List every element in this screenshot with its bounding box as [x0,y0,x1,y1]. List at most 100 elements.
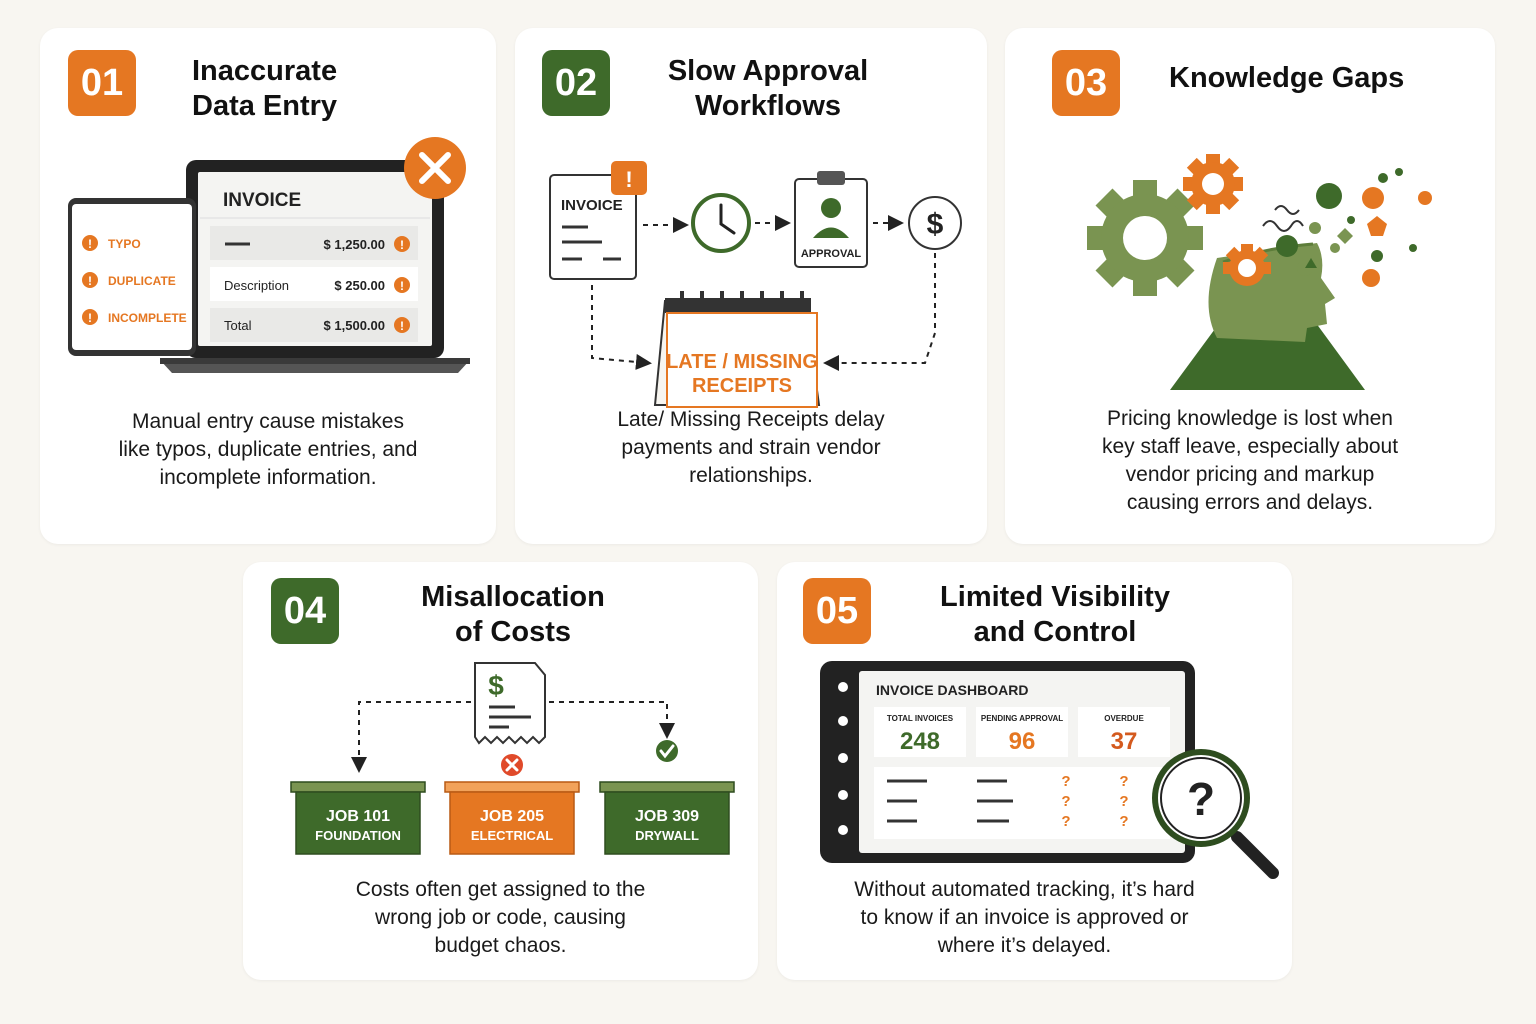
alert-icon [394,317,410,333]
card-description: Manual entry cause mistakes like typos, … [60,408,476,492]
unknown-status-marks: ? ? ? ? ? ? [1061,773,1128,830]
alert-icon [82,235,98,251]
card-title-line-1: Limited Visibility [940,581,1170,613]
card-description: Late/ Missing Receipts delay payments an… [535,406,967,490]
gear-icon [1223,244,1271,286]
card-limited-visibility-and-control: 05 Limited Visibility and Control INVOIC… [777,562,1292,980]
knowledge-particles [1262,168,1432,287]
card-description: Pricing knowledge is lost when key staff… [1025,405,1475,517]
description-line: Pricing knowledge is lost when [1107,407,1393,430]
unknown-mark: ? [1119,793,1128,810]
job-name: DRYWALL [635,828,699,843]
card-inaccurate-data-entry: 01 Inaccurate Data Entry INVOICE $ 1,250… [40,28,496,544]
card-title-line-1: Misallocation [421,581,605,613]
step-number-badge: 04 [271,578,339,644]
card-title-line-1: Inaccurate [192,55,338,87]
svg-text:!: ! [88,237,92,251]
calendar-icon: LATE / MISSING RECEIPTS [653,291,821,408]
job-code: JOB 309 [635,808,699,825]
stat-label: TOTAL INVOICES [887,714,954,723]
stat-tile: PENDING APPROVAL 96 [976,707,1068,757]
magnifier-question-icon: ? [1152,749,1279,879]
stat-label: OVERDUE [1104,714,1144,723]
card-title: Knowledge Gaps [1169,61,1404,96]
job-box: JOB 101 FOUNDATION [290,781,426,855]
card-title-line-2: Data Entry [192,90,338,122]
svg-text:!: ! [400,238,404,252]
description-line: payments and strain vendor [621,436,881,459]
stat-tile: OVERDUE 37 [1078,707,1170,757]
unknown-mark: ? [1061,773,1070,790]
card-title-line-1: Slow Approval [667,55,869,87]
description-line: relationships. [689,464,813,487]
svg-text:!: ! [88,311,92,325]
step-number-badge: 03 [1052,50,1120,116]
knowledge-loss-illustration [1087,154,1432,390]
alert-icon [394,236,410,252]
error-list: ! TYPO ! DUPLICATE ! INCOMPLETE [82,235,187,325]
description-line: Costs often get assigned to the [355,878,646,901]
description-line: vendor pricing and markup [1125,463,1375,486]
unknown-mark: ? [1061,813,1070,830]
job-box: JOB 309 DRYWALL [599,781,735,855]
card-title-line-1: Knowledge Gaps [1169,62,1405,94]
stat-value: 96 [1009,728,1036,755]
step-number-badge: 05 [803,578,871,644]
dollar-icon: $ [908,196,962,250]
invoice-title: INVOICE [223,190,301,211]
stat-value: 37 [1111,728,1138,755]
card-title-line-2: Workflows [694,90,842,122]
cost-allocation-illustration: $ JOB 101 FOUNDATION JOB 205 ELECTRICAL [290,662,735,855]
invoice-row-amount: $ 1,500.00 [324,318,385,333]
gear-icon [1087,180,1203,296]
description-line: Late/ Missing Receipts delay [617,408,885,431]
job-box: JOB 205 ELECTRICAL [444,781,580,855]
svg-text:!: ! [400,319,404,333]
description-line: causing errors and delays. [1126,491,1374,514]
receipt-icon: $ [474,662,546,745]
error-label: INCOMPLETE [108,311,187,325]
alert-icon [82,309,98,325]
invoice-row-label: Description [224,278,289,293]
unknown-mark: ? [1119,813,1128,830]
card-title-line-2: and Control [973,616,1137,648]
card-title-line-2: of Costs [455,616,571,648]
description-line: budget chaos. [434,934,567,957]
description-line: to know if an invoice is approved or [860,906,1189,929]
svg-text:!: ! [625,167,632,192]
invoice-row-amount: $ 250.00 [334,278,385,293]
x-circle-icon [501,754,523,776]
receipt-dollar: $ [488,670,504,701]
description-line: where it’s delayed. [937,934,1112,957]
step-number-badge: 01 [68,50,136,116]
description-line: wrong job or code, causing [375,906,626,929]
card-slow-approval-workflows: 02 Slow Approval Workflows INVOICE ! [515,28,987,544]
card-description: Without automated tracking, it’s hard to… [787,876,1262,960]
svg-text:!: ! [88,274,92,288]
clock-icon [691,193,751,253]
card-title: Limited Visibility and Control [915,580,1195,650]
card-title: Inaccurate Data Entry [192,54,337,124]
stat-value: 248 [900,728,940,755]
close-icon [404,137,466,199]
step-number-badge: 02 [542,50,610,116]
card-title: Slow Approval Workflows [648,54,888,124]
invoice-dashboard-illustration: INVOICE DASHBOARD TOTAL INVOICES 248 PEN… [820,661,1279,879]
svg-text:!: ! [400,279,404,293]
stat-tile: TOTAL INVOICES 248 [874,707,966,757]
description-line: Without automated tracking, it’s hard [854,878,1195,901]
job-name: ELECTRICAL [471,828,553,843]
description-line: incomplete information. [159,466,377,489]
approval-label: APPROVAL [801,248,862,260]
sidebar-user-icon [838,682,848,835]
calendar-text-line-2: RECEIPTS [692,375,792,397]
calendar-text-line-1: LATE / MISSING [666,351,818,373]
stat-label: PENDING APPROVAL [981,714,1063,723]
card-knowledge-gaps: 03 Knowledge Gaps [1005,28,1495,544]
card-misallocation-of-costs: 04 Misallocation of Costs $ [243,562,758,980]
description-line: key staff leave, especially about [1101,435,1399,458]
error-label: DUPLICATE [108,274,176,288]
description-line: Manual entry cause mistakes [132,410,404,433]
approval-workflow-illustration: INVOICE ! APPROVAL $ [549,161,962,408]
svg-text:$: $ [927,208,944,241]
